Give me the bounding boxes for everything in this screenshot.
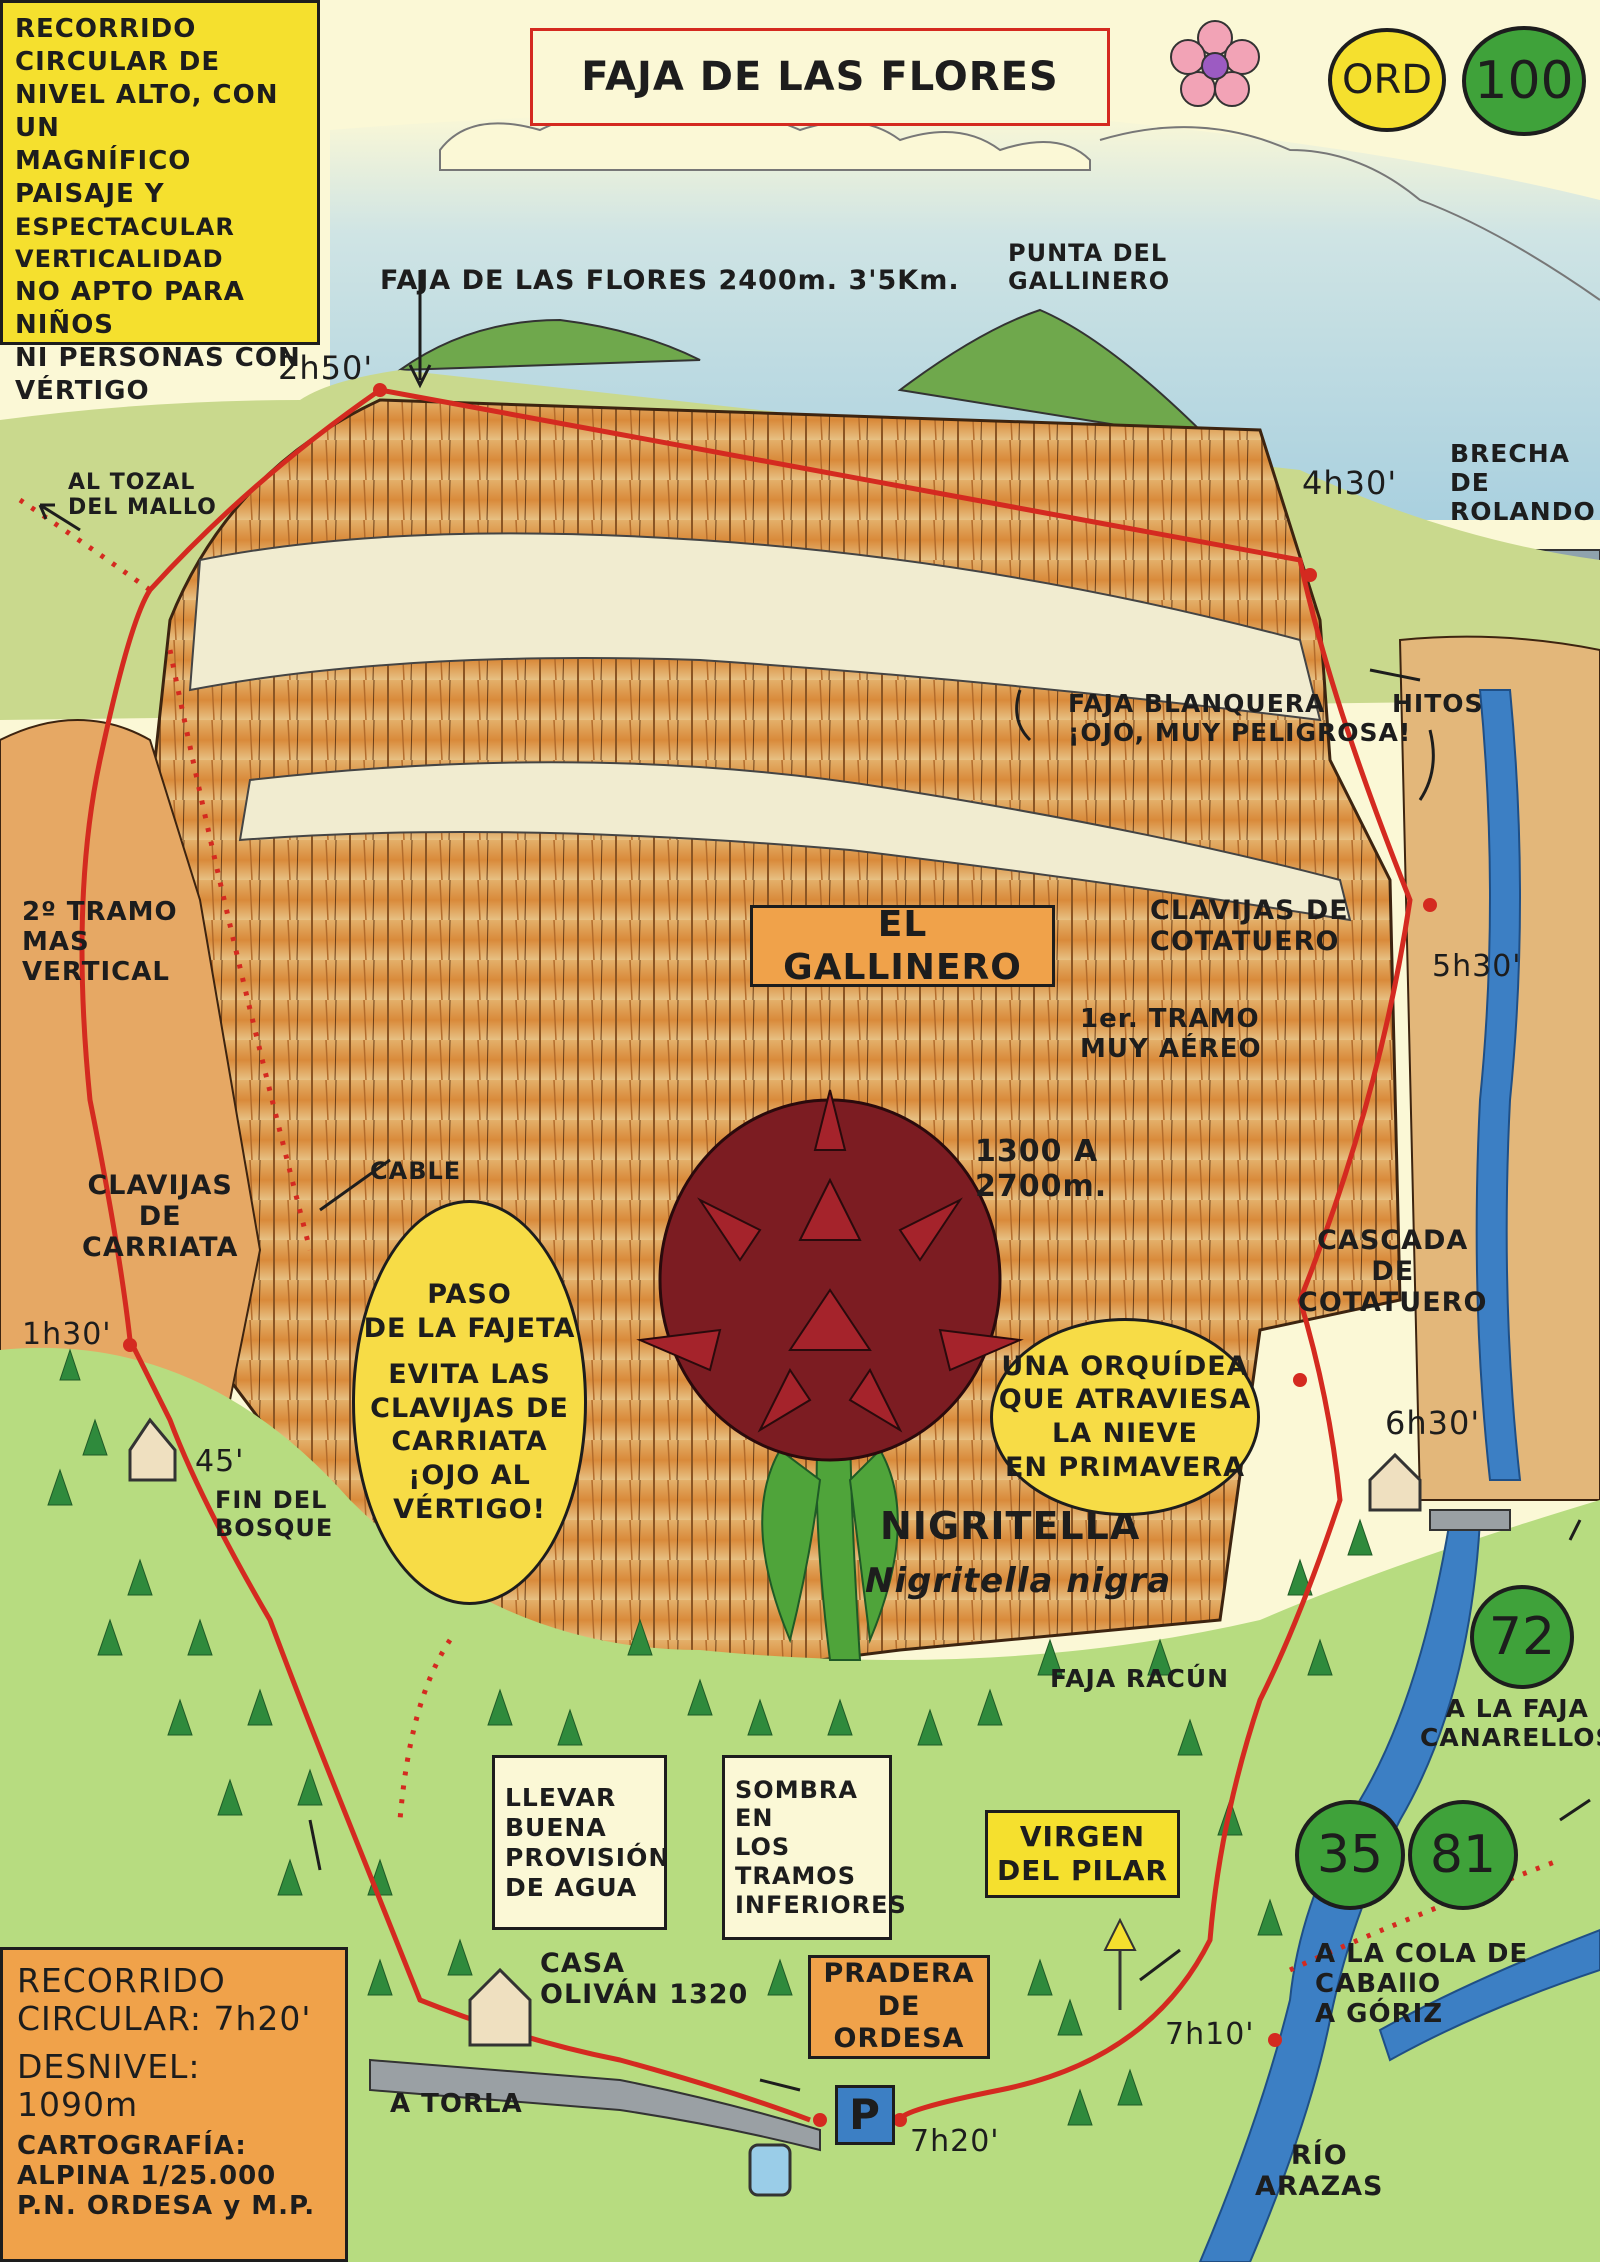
cola-caballo-label: A LA COLA DE CABAllO A GÓRIZ xyxy=(1315,1939,1529,2029)
fajeta-line-3: EVITA LAS xyxy=(388,1358,551,1390)
time-7h20: 7h20' xyxy=(910,2124,1000,2159)
sombra-text: SOMBRA EN LOS TRAMOS INFERIORES xyxy=(735,1775,907,1919)
punta-gallinero-peak xyxy=(396,318,701,372)
fajeta-line-1: PASO xyxy=(427,1279,512,1311)
virgen-label: VIRGEN DEL PILAR xyxy=(985,1810,1180,1898)
brecha-label: BRECHA DE ROLANDO xyxy=(1450,439,1596,526)
dotted-route-fajeta xyxy=(167,649,313,1251)
ord-label: ORD xyxy=(1341,57,1433,103)
route-35-text: 35 xyxy=(1316,1825,1384,1885)
orquidea-bubble: UNA ORQUÍDEA QUE ATRAVIESA LA NIEVE EN P… xyxy=(990,1318,1260,1516)
route-81-text: 81 xyxy=(1429,1825,1497,1885)
a-la-faja-label: A LA FAJA CANARELLOS xyxy=(1420,1694,1600,1752)
fajeta-line-7: VÉRTIGO! xyxy=(393,1493,546,1525)
punta-gallinero-peak-2 xyxy=(897,308,1213,442)
clavijas-carriata-label: CLAVIJAS DE CARRIATA xyxy=(82,1170,239,1264)
agua-text: LLEVAR BUENA PROVISIÓN DE AGUA xyxy=(505,1782,671,1902)
dotted-route-forest xyxy=(397,1638,453,1821)
time-7h10: 7h10' xyxy=(1165,2017,1255,2052)
direction-arrows xyxy=(38,270,1591,2092)
faja-altitude-label: FAJA DE LAS FLORES 2400m. 3'5Km. xyxy=(380,265,960,296)
sombra-note: SOMBRA EN LOS TRAMOS INFERIORES xyxy=(722,1755,906,1940)
nigritella-flower xyxy=(636,1089,1024,1661)
pradera-label: PRADERA DE ORDESA xyxy=(808,1955,990,2059)
summary-cartografia: CARTOGRAFÍA: ALPINA 1/25.000 P.N. ORDESA… xyxy=(17,2130,316,2221)
primer-tramo-label: 1er. TRAMO MUY AÉREO xyxy=(1080,1004,1262,1064)
segundo-tramo-label: 2º TRAMO MAS VERTICAL xyxy=(22,897,178,987)
nigritella-latin-label: Nigritella nigra xyxy=(865,1561,1172,1601)
intro-line-5: NO APTO PARA NIÑOS xyxy=(15,276,245,340)
casa-olivan-label: CASA OLIVÁN 1320 xyxy=(540,1948,749,2011)
rio-label: RÍO ARAZAS xyxy=(1255,2140,1384,2203)
fajeta-line-5: CARRIATA xyxy=(391,1426,548,1458)
intro-line-6: NI PERSONAS CON xyxy=(15,342,301,373)
fajeta-line-4: CLAVIJAS DE xyxy=(370,1392,569,1424)
el-gallinero-label: EL GALLINERO xyxy=(750,903,1055,988)
tozal-label: AL TOZAL DEL MALLO xyxy=(68,470,217,521)
time-1h30: 1h30' xyxy=(22,1317,112,1352)
route-72-badge: 72 xyxy=(1470,1585,1574,1689)
flower-logo xyxy=(1170,20,1260,107)
pradera-text: PRADERA DE ORDESA xyxy=(823,1958,975,2055)
route-81-badge: 81 xyxy=(1408,1800,1518,1910)
intro-line-3: MAGNÍFICO PAISAJE Y xyxy=(15,146,192,210)
el-gallinero-text: EL GALLINERO xyxy=(783,903,1022,988)
parking-sign: P xyxy=(835,2085,895,2145)
route-number-badge: 100 xyxy=(1462,26,1586,136)
intro-line-2: NIVEL ALTO, CON UN xyxy=(15,80,279,144)
intro-line-4: ESPECTACULAR VERTICALIDAD xyxy=(15,213,235,274)
bridge xyxy=(1429,1509,1511,1531)
map-title: FAJA DE LAS FLORES xyxy=(530,28,1110,126)
route-35-badge: 35 xyxy=(1295,1800,1405,1910)
faja-blanquera-band xyxy=(188,532,1322,722)
intro-line-7: VÉRTIGO xyxy=(15,375,150,406)
route-number: 100 xyxy=(1474,51,1574,111)
orquidea-line-1: UNA ORQUÍDEA xyxy=(1001,1350,1249,1382)
agua-note: LLEVAR BUENA PROVISIÓN DE AGUA xyxy=(492,1755,671,1930)
summary-recorrido: RECORRIDO CIRCULAR: 7h20' xyxy=(17,1961,312,2038)
faja-blanquera-label: FAJA BLANQUERA ¡OJO, MUY PELIGROSA! xyxy=(1068,689,1412,747)
dotted-route-tozal xyxy=(18,497,152,593)
intro-line-1: RECORRIDO CIRCULAR DE xyxy=(15,14,221,78)
time-45: 45' xyxy=(195,1444,245,1479)
punta-gallinero-label: PUNTA DEL GALLINERO xyxy=(1008,239,1171,295)
page-title: FAJA DE LAS FLORES xyxy=(581,54,1059,100)
orquidea-line-2: QUE ATRAVIESA xyxy=(998,1384,1252,1416)
fajeta-bubble: PASO DE LA FAJETA EVITA LAS CLAVIJAS DE … xyxy=(352,1200,587,1605)
clavijas-cotatuero-label: CLAVIJAS DE COTATUERO xyxy=(1150,895,1349,958)
cascada-label: CASCADA DE COTATUERO xyxy=(1298,1225,1488,1319)
summary-desnivel: DESNIVEL: 1090m xyxy=(17,2046,201,2124)
fajeta-line-6: ¡OJO AL xyxy=(408,1460,531,1492)
time-5h30: 5h30' xyxy=(1432,949,1522,984)
parking-text: P xyxy=(849,2089,881,2139)
virgen-text: VIRGEN DEL PILAR xyxy=(997,1820,1168,1887)
orquidea-line-3: LA NIEVE xyxy=(1052,1418,1198,1449)
faja-racun-label: FAJA RACÚN xyxy=(1050,1664,1230,1693)
summary-box: RECORRIDO CIRCULAR: 7h20' DESNIVEL: 1090… xyxy=(0,1947,348,2262)
hitos-label: HITOS xyxy=(1392,689,1484,718)
intro-note: RECORRIDO CIRCULAR DE NIVEL ALTO, CON UN… xyxy=(0,0,320,406)
route-72-text: 72 xyxy=(1488,1607,1556,1667)
time-6h30: 6h30' xyxy=(1385,1404,1481,1442)
orquidea-line-4: EN PRIMAVERA xyxy=(1004,1451,1246,1483)
road-a-torla xyxy=(369,2058,821,2152)
fin-bosque-label: FIN DEL BOSQUE xyxy=(215,1486,334,1542)
altitude-range-label: 1300 A 2700m. xyxy=(975,1134,1108,1204)
bus-stop-icon xyxy=(748,2143,792,2197)
cascada-de-cotatuero xyxy=(1475,689,1522,1481)
a-torla-label: A TORLA xyxy=(390,2089,523,2119)
fajeta-line-2: DE LA FAJETA xyxy=(363,1313,576,1345)
difficulty-badge: ORD xyxy=(1328,28,1446,132)
time-2h50: 2h50' xyxy=(278,349,374,387)
refuge-hut xyxy=(128,1417,1422,2047)
time-markers xyxy=(123,383,1437,2127)
cable-label: CABLE xyxy=(370,1157,462,1185)
time-4h30: 4h30' xyxy=(1302,464,1398,502)
route-line xyxy=(79,387,1413,2123)
